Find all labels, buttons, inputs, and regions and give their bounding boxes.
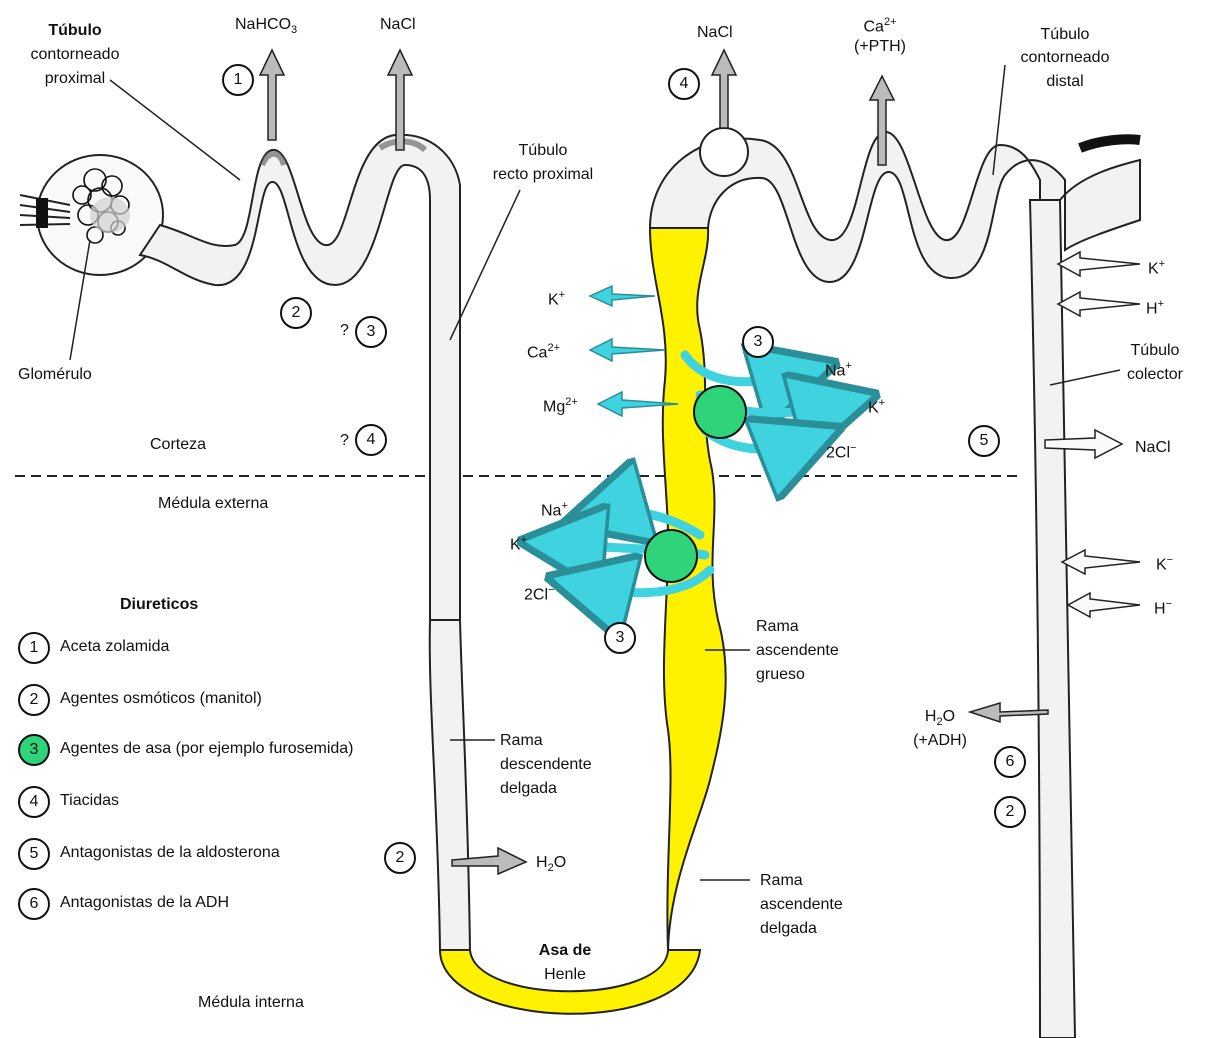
legend-title: Diureticos	[120, 594, 198, 615]
legend-item-5: Antagonistas de la aldosterona	[60, 844, 280, 862]
cyan-arrow-ca	[590, 339, 665, 361]
tcd-label-2: contorneado	[1000, 47, 1130, 68]
rama-asc-del-label-2: ascendente	[760, 894, 843, 915]
macula-densa-icon	[700, 128, 748, 176]
site-marker-3-lower: 3	[604, 622, 636, 654]
ion-nahco3: NaHCO3	[235, 14, 297, 41]
ion-2cl-upper-right: 2Cl−	[826, 438, 856, 463]
ion-ca-upper: Ca2+	[527, 338, 560, 363]
out-arrow-nacl-distal	[712, 50, 736, 128]
ion-pth: (+PTH)	[835, 36, 925, 57]
rama-asc-gr-label-2: ascendente	[756, 640, 839, 661]
tcp-label-3: proximal	[20, 68, 130, 89]
tcd-label-1: Túbulo	[1000, 24, 1130, 45]
ion-2cl-lower: 2Cl−	[524, 580, 554, 605]
site-marker-6: 6	[994, 746, 1026, 778]
ion-nacl-collector: NaCl	[1135, 437, 1171, 458]
legend-marker-2: 2	[18, 684, 50, 716]
ion-ca-distal: Ca2+	[840, 12, 920, 37]
ion-nacl-proximal: NaCl	[380, 14, 416, 35]
site-marker-4-distal: 4	[668, 68, 700, 100]
thin-descending-limb	[430, 620, 470, 950]
colector-label-1: Túbulo	[1110, 340, 1200, 361]
trp-label-2: recto proximal	[478, 164, 608, 185]
site-marker-4-proximal: 4	[355, 424, 387, 456]
ion-nacl-distal: NaCl	[697, 22, 733, 43]
tcp-label-2: contorneado	[20, 44, 130, 65]
ion-na-upper-right: Na+	[825, 356, 852, 381]
in-arrow-k-upper	[1058, 252, 1140, 276]
medula-interna-label: Médula interna	[198, 992, 304, 1013]
ion-mg-upper: Mg2+	[543, 392, 578, 417]
rama-asc-gr-label-1: Rama	[756, 616, 799, 637]
legend-item-1: Aceta zolamida	[60, 638, 169, 656]
cotransporter-lower-icon	[645, 530, 697, 582]
ion-k-collector-lower: K−	[1156, 550, 1173, 575]
cotransporter-upper-icon	[694, 386, 746, 438]
legend-marker-1: 1	[18, 632, 50, 664]
tcd-label-3: distal	[1000, 71, 1130, 92]
corteza-label: Corteza	[150, 434, 206, 455]
rama-desc-label-2: descendente	[500, 754, 592, 775]
legend-item-3: Agentes de asa (por ejemplo furosemida)	[60, 740, 354, 758]
rama-asc-del-label-3: delgada	[760, 918, 817, 939]
ion-h2o-descending: H2O	[536, 852, 566, 879]
out-arrow-h2o-collector	[970, 703, 1048, 722]
ion-na-lower: Na+	[541, 496, 568, 521]
ion-k-upper-right: K+	[868, 393, 885, 418]
ion-h-collector-lower: H−	[1154, 594, 1172, 619]
site-marker-3-upper: 3	[742, 326, 774, 358]
rama-asc-del-label-1: Rama	[760, 870, 803, 891]
proximal-convoluted-tubule	[140, 135, 460, 620]
legend-item-2: Agentes osmóticos (manitol)	[60, 690, 262, 708]
glomerulo-label: Glomérulo	[18, 364, 92, 385]
legend-marker-6: 6	[18, 888, 50, 920]
question-mark-3: ?	[340, 322, 349, 340]
ion-h-collector-upper: H+	[1146, 294, 1164, 319]
in-arrow-h-lower	[1068, 593, 1140, 617]
site-marker-1: 1	[222, 64, 254, 96]
site-marker-2-descending: 2	[384, 842, 416, 874]
rama-asc-gr-label-3: grueso	[756, 664, 805, 685]
trp-label-1: Túbulo	[478, 140, 608, 161]
medula-externa-label: Médula externa	[158, 493, 268, 514]
site-marker-3-proximal: 3	[355, 316, 387, 348]
glomerulus	[20, 155, 163, 275]
cyan-arrow-k-upper	[590, 286, 655, 306]
tcp-label-1: Túbulo	[20, 20, 130, 41]
collecting-duct	[1030, 200, 1075, 1038]
site-marker-5: 5	[968, 425, 1000, 457]
site-marker-2-proximal: 2	[280, 297, 312, 329]
colector-label-2: colector	[1110, 364, 1200, 385]
ion-k-upper: K+	[548, 285, 565, 310]
asa-label-2: Henle	[520, 964, 610, 985]
question-mark-4: ?	[340, 432, 349, 450]
rama-desc-label-1: Rama	[500, 730, 543, 751]
in-arrow-k-lower	[1062, 550, 1140, 574]
ion-k-collector-upper: K+	[1148, 254, 1165, 279]
site-marker-2-collector: 2	[994, 796, 1026, 828]
legend-item-6: Antagonistas de la ADH	[60, 894, 229, 912]
in-arrow-h-upper	[1058, 292, 1140, 316]
legend-item-4: Tiacidas	[60, 792, 119, 810]
asa-label-1: Asa de	[520, 940, 610, 961]
legend-marker-5: 5	[18, 838, 50, 870]
ion-k-lower: K+	[510, 530, 527, 555]
ion-adh: (+ADH)	[895, 730, 985, 751]
legend-marker-3: 3	[18, 734, 50, 766]
out-arrow-nahco3	[260, 50, 284, 140]
rama-desc-label-3: delgada	[500, 778, 557, 799]
legend-marker-4: 4	[18, 786, 50, 818]
